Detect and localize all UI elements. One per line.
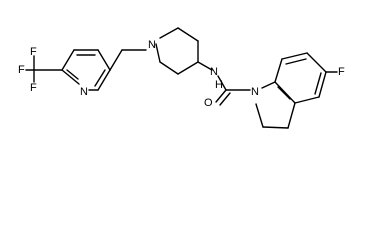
atom-n-indoline: N (251, 86, 259, 98)
atom-n-pyridine: N (80, 86, 88, 98)
bonds (25, 27, 338, 129)
atom-labels: F F F N N N H O N F (18, 39, 345, 109)
bond-bz-c6-c5 (306, 52, 327, 73)
bond-carbonyl-o (215, 89, 227, 103)
bond-bz-c5-c4-inner (314, 72, 322, 95)
bond-carbonyl-o-double (219, 92, 231, 106)
bond-nh-carbonyl (217, 75, 227, 91)
atom-f2: F (30, 46, 37, 58)
bond-ind-c3a-c7a (274, 81, 296, 104)
atom-n-piperidine: N (148, 39, 156, 51)
bond-ind-n-c2 (255, 103, 264, 128)
bond-pip-n-c2 (159, 27, 179, 39)
atom-f3: F (30, 82, 37, 94)
bond-pip-c2-c3 (177, 27, 199, 42)
bond-ind-c3-c3a (287, 102, 296, 129)
atom-f-aryl: F (338, 66, 345, 78)
molecule-structure: F F F N N N H O N F (18, 27, 345, 129)
bond-py-c2-c3 (61, 49, 75, 71)
bond-py-c4-c5 (97, 49, 111, 71)
bond-pip-c4-c5 (177, 61, 199, 75)
bond-bz-c7-c6-inner (285, 58, 307, 65)
bond-bz-c4-c3a (294, 96, 320, 104)
bond-bz-c5-c4 (318, 71, 327, 98)
bond-ind-c7a-n (261, 81, 276, 89)
bond-py-c5-c6 (97, 69, 111, 91)
bond-py-n-c2 (61, 69, 80, 85)
bond-bz-c3a-c7a-inner (277, 86, 291, 100)
bond-bz-c7a-c7 (274, 58, 283, 83)
atom-f1: F (18, 64, 25, 76)
atom-o-carbonyl: O (204, 97, 213, 109)
bond-py-c5-c6-inner (94, 69, 106, 87)
bond-pip-c4-nh (197, 61, 213, 71)
bond-ind-c2-c3 (262, 126, 289, 129)
bond-pip-c5-c6 (159, 61, 179, 75)
bond-pip-c6-n (155, 43, 161, 63)
bond-bz-c7-c6 (281, 52, 308, 60)
bond-py-n-c2-inner (66, 69, 79, 80)
atom-n-amide: N (210, 66, 218, 78)
atom-h-amide: H (215, 79, 223, 91)
bond-py-ch2 (109, 49, 123, 71)
